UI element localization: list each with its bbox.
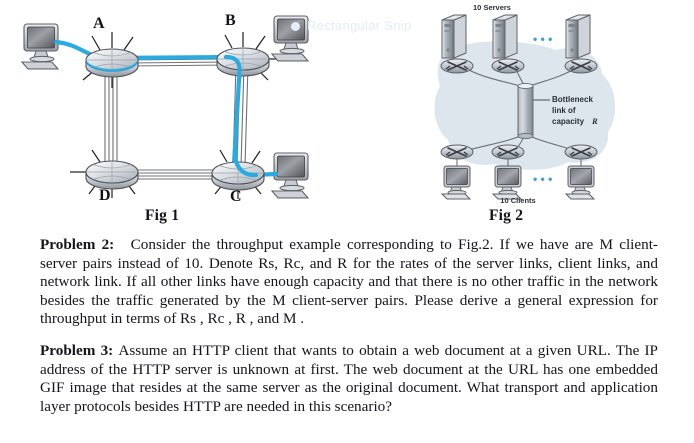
fig2-router-bottom-2 — [491, 144, 525, 160]
fig2-bottleneck-label-line3: capacity — [552, 117, 585, 126]
fig2-router-top-2 — [491, 58, 525, 74]
fig1-router-d — [85, 160, 139, 190]
snip-watermark-dot — [291, 22, 300, 31]
fig1-router-a — [85, 48, 139, 78]
fig2-caption: Fig 2 — [489, 207, 524, 224]
fig2-router-top-3 — [564, 58, 598, 74]
fig1-router-b — [216, 47, 270, 77]
fig2-server-3 — [565, 14, 591, 59]
fig1-label-b: B — [225, 12, 236, 29]
fig2-server-2 — [492, 14, 518, 59]
fig1-highlight-overlay — [223, 54, 259, 178]
fig2-svg: • • • • • • 10 Servers 10 Clients Bottle… — [434, 3, 616, 205]
fig2-servers-ellipsis: • • • — [533, 32, 552, 46]
link-d-c — [126, 169, 226, 180]
problem-3-paragraph: Problem 3: Assume an HTTP client that wa… — [40, 342, 658, 416]
fig2-client-3 — [564, 165, 596, 200]
fig1-label-c: C — [230, 188, 242, 205]
problem-2-paragraph: Problem 2: Consider the throughput examp… — [40, 236, 658, 329]
fig2-clients-label: 10 Clients — [500, 196, 535, 205]
fig2-client-1 — [440, 165, 472, 200]
fig2-bottleneck-link — [517, 82, 534, 140]
fig2-router-bottom-1 — [440, 144, 474, 160]
figure-2: • • • • • • 10 Servers 10 Clients Bottle… — [400, 0, 694, 207]
problem-2-text: Consider the throughput example correspo… — [40, 236, 658, 328]
fig1-caption: Fig 1 — [145, 207, 180, 224]
fig1-router-c — [211, 161, 265, 191]
fig1-host-top-right — [270, 15, 310, 62]
fig2-router-top-1 — [440, 58, 474, 74]
fig2-bottleneck-label-line1: Bottleneck — [552, 95, 593, 104]
fig1-label-d: D — [99, 187, 111, 204]
fig2-bottleneck-label-line2: link of — [552, 106, 576, 115]
fig2-bottleneck-capacity-symbol: R — [591, 116, 598, 126]
figure-1: A B C D Rectangular Snip — [0, 0, 411, 207]
fig2-clients-ellipsis: • • • — [533, 172, 552, 186]
fig2-servers-label: 10 Servers — [473, 3, 511, 12]
problem-3-text: Assume an HTTP client that wants to obta… — [40, 341, 659, 415]
fig1-svg: A B C D — [20, 12, 310, 205]
fig1-host-bottom-right — [270, 152, 310, 199]
fig2-router-bottom-3 — [564, 144, 598, 160]
fig2-server-1 — [441, 14, 467, 59]
link-a-d — [104, 66, 118, 168]
figure-captions: Fig 1 Fig 2 — [0, 207, 694, 235]
problem-2-label: Problem 2: — [40, 236, 115, 253]
fig1-host-top-left — [20, 23, 60, 70]
problem-3-label: Problem 3: — [40, 341, 114, 359]
fig2-client-2 — [491, 165, 523, 200]
figures-row: A B C D Rectangular Snip — [0, 0, 694, 207]
problems-text-body: Problem 2: Consider the throughput examp… — [40, 236, 658, 416]
fig2-client-droplines — [456, 159, 582, 166]
fig1-label-a: A — [93, 15, 105, 32]
